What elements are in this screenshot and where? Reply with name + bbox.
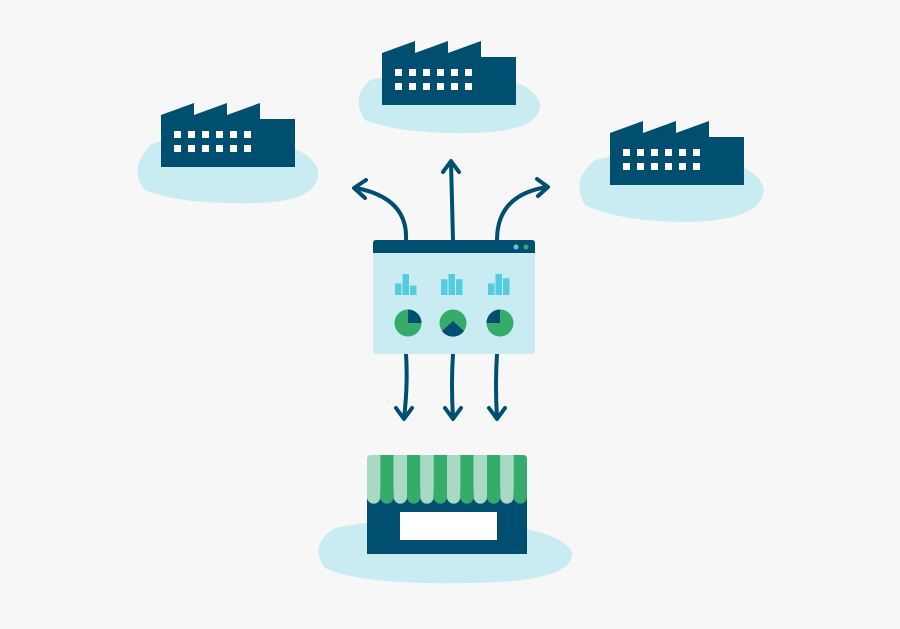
arrow-icon [352, 178, 409, 242]
awning-stripe [473, 455, 487, 504]
arrow-icon [441, 159, 461, 242]
arrow-icon [443, 352, 463, 421]
pie-charts [394, 309, 514, 337]
arrow-icon [495, 177, 550, 242]
awning-stripe [407, 455, 421, 504]
bar [410, 285, 417, 295]
dashboard-icon [373, 240, 535, 354]
awning-stripe [433, 455, 447, 504]
factory-icon [610, 121, 744, 185]
bar [448, 274, 455, 295]
pie-slice [408, 309, 422, 323]
awning-stripe [447, 455, 461, 504]
bar [395, 283, 402, 295]
arrow-icon [487, 352, 507, 421]
factory-icon [161, 103, 295, 167]
bar [503, 278, 510, 295]
bar [402, 274, 409, 295]
awning-stripe [500, 455, 514, 504]
awning-stripe [487, 455, 501, 504]
arrow-icon [394, 352, 414, 421]
store-sign [400, 512, 497, 540]
awning-stripe [513, 455, 527, 504]
bar [488, 283, 495, 295]
pie-slice [442, 321, 464, 337]
awning-stripe [367, 455, 381, 504]
pie-slice [486, 309, 500, 323]
bar-charts [395, 274, 510, 295]
factory-icon [382, 41, 516, 105]
bar [441, 279, 448, 295]
storefront-icon [367, 455, 527, 554]
awning-stripe [420, 455, 434, 504]
awning-stripe [380, 455, 394, 504]
bar [495, 274, 502, 295]
awning-stripe [393, 455, 407, 504]
awning-stripe [460, 455, 474, 504]
bar [456, 279, 463, 295]
